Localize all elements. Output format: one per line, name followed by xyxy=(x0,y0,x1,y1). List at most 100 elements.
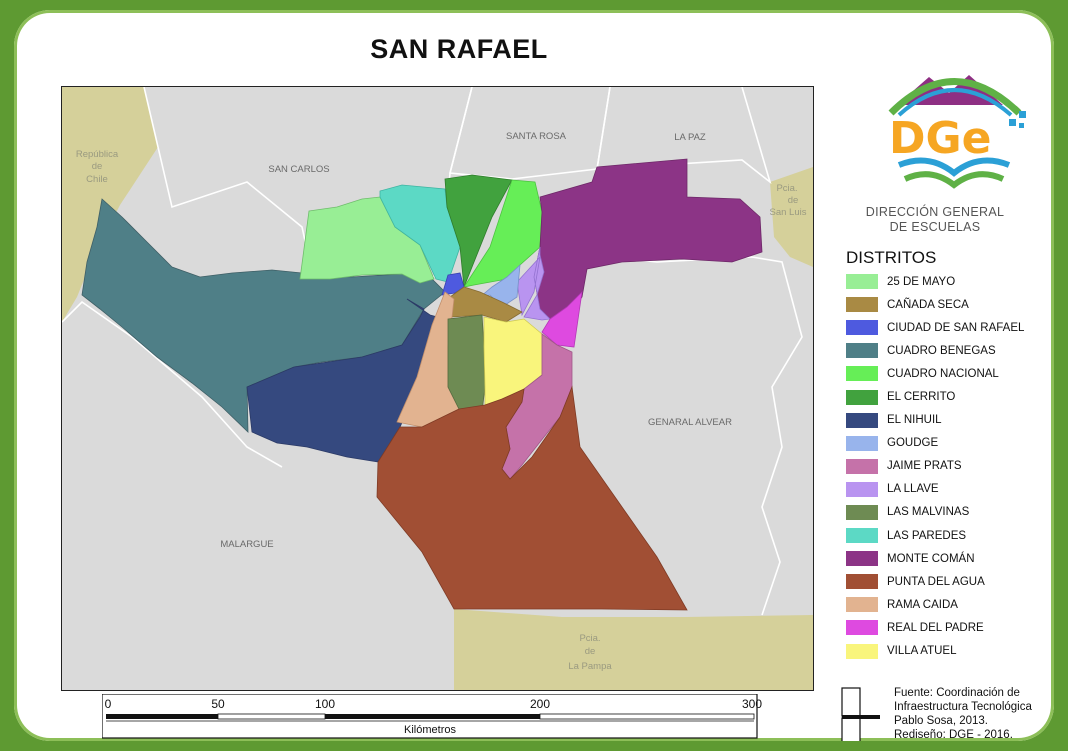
chile-region xyxy=(62,87,158,322)
label-la-paz: LA PAZ xyxy=(674,132,706,143)
legend-swatch xyxy=(846,389,878,405)
label-la-pampa-2: de xyxy=(585,646,596,657)
district-el-cerrito xyxy=(444,174,513,288)
legend-item: VILLA ATUEL xyxy=(846,640,1024,663)
scale-segment-4 xyxy=(539,713,755,720)
scale-segment-1 xyxy=(106,714,218,719)
dge-logo: DGe xyxy=(869,55,1039,205)
dge-logo-svg: DGe xyxy=(888,75,1026,189)
district-real-del-padre xyxy=(541,290,583,348)
scale-segment-3 xyxy=(325,714,540,719)
scale-unit: Kilómetros xyxy=(404,724,456,736)
legend-label: JAIME PRATS xyxy=(887,460,962,473)
legend-label: EL CERRITO xyxy=(887,391,956,404)
source-line4: Rediseño: DGE - 2016. xyxy=(894,729,1013,741)
legend-swatch xyxy=(846,504,878,520)
legend-label: LAS MALVINAS xyxy=(887,506,970,519)
label-san-luis-2: de xyxy=(788,195,799,206)
legend-item: LA LLAVE xyxy=(846,478,1024,501)
la-paz-boundary xyxy=(596,87,772,185)
legend-item: CAÑADA SECA xyxy=(846,293,1024,316)
logo-book-green xyxy=(903,171,1005,189)
la-pampa-region xyxy=(454,609,813,690)
district-monte-coman xyxy=(533,158,763,320)
legend-swatch xyxy=(846,320,878,336)
north-arrow-bottom xyxy=(841,717,861,741)
legend-item: EL CERRITO xyxy=(846,385,1024,408)
scale-tick-200: 200 xyxy=(530,697,550,711)
legend-swatch xyxy=(846,435,878,451)
legend-item: MONTE COMÁN xyxy=(846,547,1024,570)
label-san-luis-3: San Luis xyxy=(770,207,807,218)
scale-bar: 0 50 100 200 300 Kilómetros xyxy=(101,693,762,739)
source-line1: Fuente: Coordinación de xyxy=(894,687,1020,699)
district-punta-del-agua xyxy=(376,385,688,611)
san-luis-region xyxy=(770,167,813,267)
map-area: República de Chile SAN CARLOS SANTA ROSA… xyxy=(61,86,814,691)
map-title: SAN RAFAEL xyxy=(370,34,548,64)
legend-label: LAS PAREDES xyxy=(887,529,967,542)
legend-swatch xyxy=(846,343,878,359)
legend-swatch xyxy=(846,528,878,544)
legend-title: DISTRITOS xyxy=(846,248,937,267)
legend-item: 25 DE MAYO xyxy=(846,270,1024,293)
legend-item: GOUDGE xyxy=(846,432,1024,455)
district-la-llave xyxy=(516,246,551,321)
scale-bar-svg: 0 50 100 200 300 Kilómetros xyxy=(101,693,762,739)
label-la-pampa-3: La Pampa xyxy=(568,661,612,672)
legend-item: EL NIHUIL xyxy=(846,409,1024,432)
label-santa-rosa: SANTA ROSA xyxy=(506,131,567,142)
legend-item: CUADRO NACIONAL xyxy=(846,362,1024,385)
scale-tick-50: 50 xyxy=(211,697,225,711)
agency-name-line2: DE ESCUELAS xyxy=(889,220,981,234)
logo-book-icon xyxy=(897,157,1011,177)
legend-item: CUADRO BENEGAS xyxy=(846,339,1024,362)
district-canada-seca xyxy=(449,286,523,323)
north-arrow-top xyxy=(841,687,861,717)
legend-label: CUADRO BENEGAS xyxy=(887,344,996,357)
legend-swatch xyxy=(846,574,878,590)
district-25-de-mayo xyxy=(299,196,435,284)
legend-swatch xyxy=(846,366,878,382)
map-frame: SAN RAFAEL xyxy=(14,10,1054,741)
legend-label: EL NIHUIL xyxy=(887,414,942,427)
legend-label: PUNTA DEL AGUA xyxy=(887,575,985,588)
scale-tick-300: 300 xyxy=(742,697,762,711)
source-line3: Pablo Sosa, 2013. xyxy=(894,715,988,727)
logo-pixel-3 xyxy=(1019,123,1024,128)
legend-item: RAMA CAIDA xyxy=(846,593,1024,616)
legend-label: 25 DE MAYO xyxy=(887,275,956,288)
legend-swatch xyxy=(846,597,878,613)
legend-label: RAMA CAIDA xyxy=(887,598,958,611)
legend-label: CUADRO NACIONAL xyxy=(887,367,999,380)
legend-label: LA LLAVE xyxy=(887,483,939,496)
legend-swatch xyxy=(846,412,878,428)
legend-label: CAÑADA SECA xyxy=(887,298,969,311)
legend-swatch xyxy=(846,458,878,474)
source-note: Fuente: Coordinación de Infraestructura … xyxy=(894,686,1032,741)
legend-item: LAS PAREDES xyxy=(846,524,1024,547)
legend-swatch xyxy=(846,297,878,313)
logo-arch-blue xyxy=(897,88,1013,117)
label-chile-2: de xyxy=(92,161,103,172)
legend-item: PUNTA DEL AGUA xyxy=(846,570,1024,593)
legend-label: GOUDGE xyxy=(887,437,939,450)
legend-item: REAL DEL PADRE xyxy=(846,616,1024,639)
scale-segment-2 xyxy=(217,713,326,720)
logo-arch xyxy=(888,78,1022,116)
legend-swatch xyxy=(846,620,878,636)
label-malargue: MALARGUE xyxy=(220,539,273,550)
north-arrow-svg xyxy=(841,687,880,741)
label-chile-1: República xyxy=(76,149,119,160)
agency-name: DIRECCIÓN GENERAL DE ESCUELAS xyxy=(840,205,1030,235)
legend-label: MONTE COMÁN xyxy=(887,552,975,565)
logo-pixel-1 xyxy=(1009,119,1016,126)
legend-swatch xyxy=(846,643,878,659)
north-arrow-bar xyxy=(842,715,880,719)
label-general-alvear: GENARAL ALVEAR xyxy=(648,417,732,428)
malargue-boundary xyxy=(62,300,283,468)
label-san-luis-1: Pcia. xyxy=(776,183,797,194)
logo-text: DGe xyxy=(889,113,991,164)
label-la-pampa-1: Pcia. xyxy=(579,633,600,644)
